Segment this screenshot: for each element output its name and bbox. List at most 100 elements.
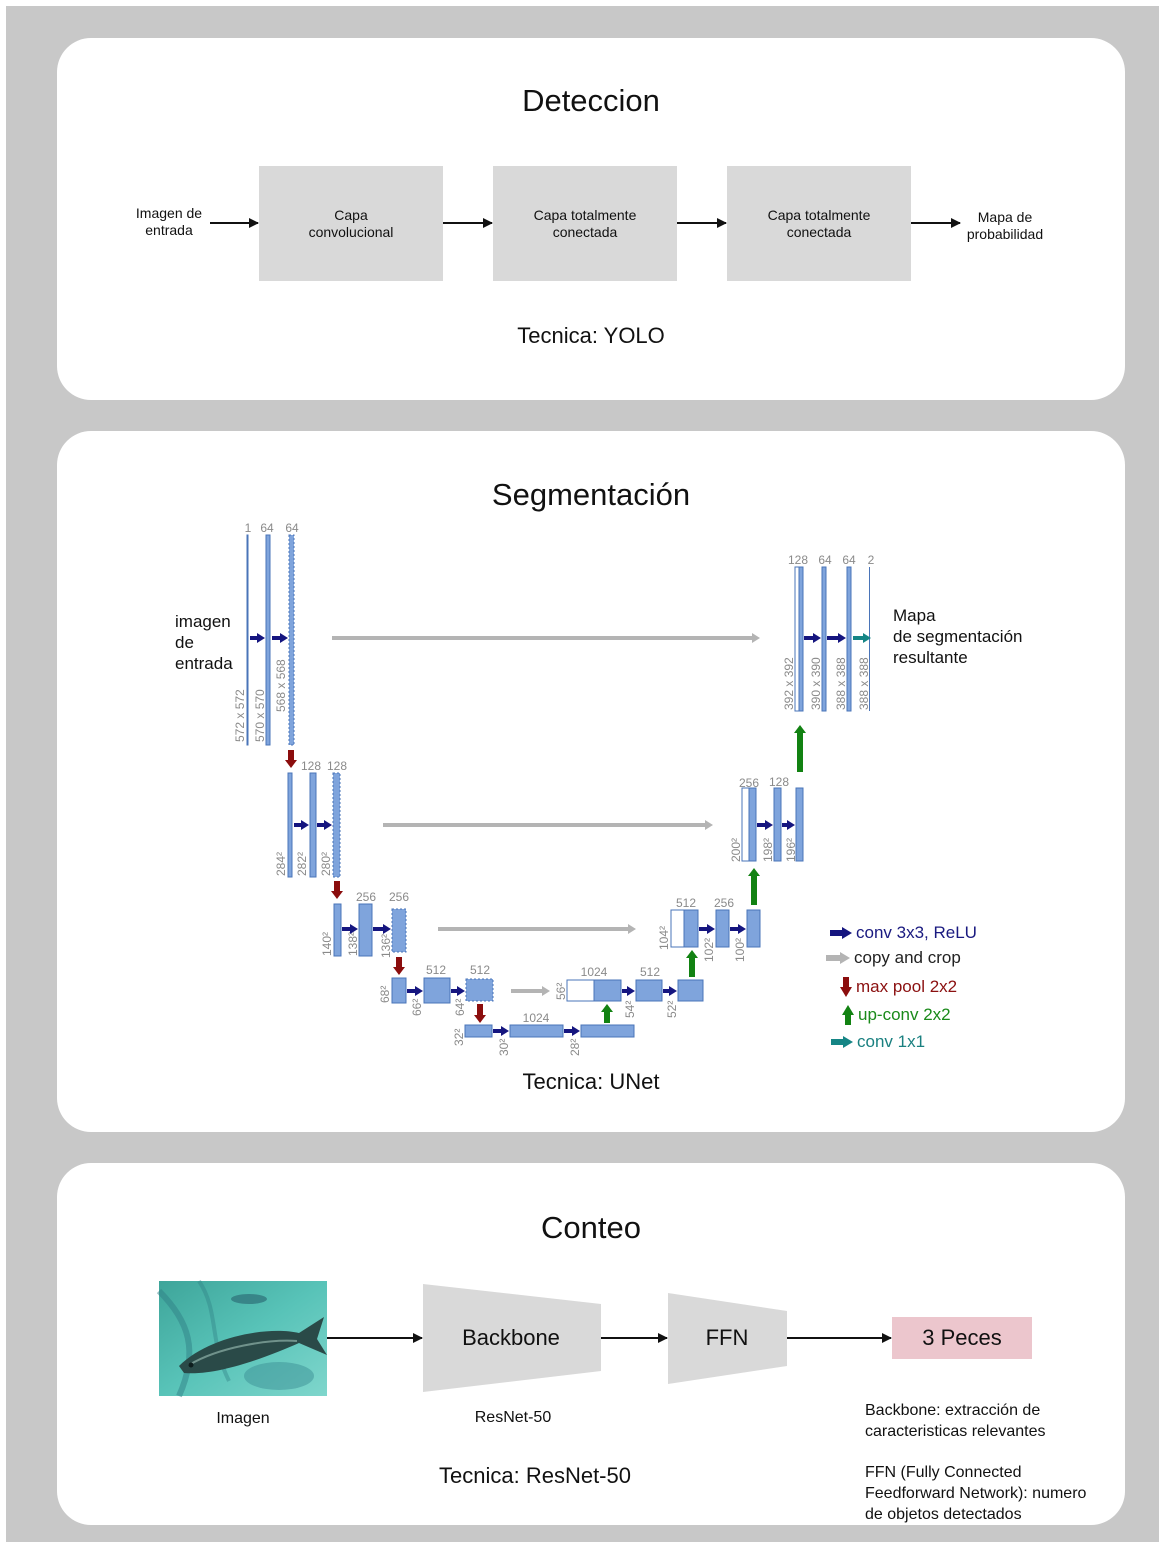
- detection-input-label: Imagen de entrada: [135, 205, 203, 238]
- unet-size-l5-b: 30²: [497, 1039, 511, 1056]
- unet-conv-l3-b: [373, 924, 391, 934]
- unet-size-l1-b: 570 x 570: [253, 689, 267, 742]
- unet-conv-u4-b: [663, 986, 677, 996]
- unet-ch-l3-b: 256: [389, 890, 409, 904]
- unet-block-u1-output: [869, 567, 870, 711]
- unet-size-l4-c: 64²: [453, 999, 467, 1016]
- unet-conv-l2-a: [294, 820, 309, 830]
- unet-size-u1-c: 388 x 388: [834, 657, 848, 710]
- unet-conv1x1-u1: [853, 633, 871, 643]
- unet-conv-u1-a: [804, 633, 821, 643]
- unet-size-l2-b: 282²: [295, 852, 309, 876]
- unet-up-u2: [794, 725, 806, 772]
- backbone-note: Backbone: extracción de caracteristicas …: [865, 1402, 1046, 1440]
- backbone-block: [423, 1284, 601, 1392]
- unet-size-u4-b: 54²: [623, 1001, 637, 1018]
- unet-ch-u1-a: 128: [788, 553, 808, 567]
- unet-conv-u2-a: [757, 820, 773, 830]
- unet-size-u3-a: 104²: [657, 926, 671, 950]
- unet-copy-l2: [383, 820, 713, 830]
- unet-pool-l3: [393, 957, 405, 975]
- unet-size-u2-a: 200²: [729, 838, 743, 862]
- unet-size-l4-a: 68²: [378, 986, 392, 1003]
- unet-ch-l5: 1024: [523, 1011, 550, 1025]
- unet-size-u3-b: 102²: [702, 938, 716, 962]
- unet-conv-l4-b: [451, 986, 465, 996]
- unet-ch-l2-b: 128: [327, 759, 347, 773]
- unet-copy-l1: [332, 633, 760, 643]
- legend-conv1x1-label: conv 1x1: [857, 1032, 926, 1051]
- unet-block-l4-conv2: [465, 978, 494, 1002]
- unet-block-u2-conv2: [795, 787, 804, 862]
- unet-block-l3-conv1: [358, 903, 373, 957]
- unet-ch-u4-b: 512: [640, 965, 660, 979]
- legend-maxpool-label: max pool 2x2: [856, 977, 958, 996]
- unet-size-u4-c: 52²: [665, 1001, 679, 1018]
- unet-size-l2-c: 280²: [319, 852, 333, 876]
- unet-ch-u2-a: 256: [739, 776, 759, 790]
- unet-ch-l2-a: 128: [301, 759, 321, 773]
- detection-title: Deteccion: [522, 83, 660, 118]
- unet-conv-l1-a: [250, 633, 265, 643]
- unet-block-l1-conv1: [265, 534, 271, 746]
- unet-ch-u1-d: 2: [868, 553, 875, 567]
- unet-conv-u3-b: [730, 924, 746, 934]
- backbone-label: Backbone: [462, 1325, 560, 1350]
- unet-conv-l5-a: [493, 1026, 509, 1036]
- unet-block-l2-conv1: [309, 772, 317, 878]
- unet-size-l4-b: 66²: [410, 999, 424, 1016]
- unet-copy-l4: [511, 986, 550, 996]
- unet-block-l1-conv2: [288, 534, 295, 746]
- unet-size-u2-b: 198²: [761, 838, 775, 862]
- unet-ch-u3-b: 256: [714, 896, 734, 910]
- unet-block-l5-conv1: [509, 1024, 564, 1038]
- unet-size-u1-b: 390 x 390: [809, 657, 823, 710]
- unet-ch-l1-a: 1: [245, 521, 252, 535]
- unet-block-l3-pool: [333, 903, 342, 957]
- unet-ch-u3-a: 512: [676, 896, 696, 910]
- unet-up-u3: [748, 868, 760, 905]
- unet-conv-l5-b: [564, 1026, 580, 1036]
- unet-conv-u1-b: [827, 633, 846, 643]
- unet-conv-l4-a: [407, 986, 423, 996]
- unet-block-l5-pool: [464, 1024, 493, 1038]
- detection-output-label: Mapa de probabilidad: [966, 209, 1044, 242]
- unet-block-l2-conv2: [332, 772, 341, 878]
- unet-size-l3-a: 140²: [320, 932, 334, 956]
- unet-block-u4-conv2: [677, 979, 704, 1002]
- unet-size-u3-c: 100²: [733, 938, 747, 962]
- unet-block-u2-conv1: [773, 787, 782, 862]
- unet-size-u4-a: 56²: [554, 983, 568, 1000]
- count-result: 3 Peces: [892, 1317, 1032, 1359]
- unet-pool-l1: [285, 750, 297, 768]
- unet-pool-l2: [331, 881, 343, 899]
- segmentation-title: Segmentación: [491, 477, 691, 512]
- unet-block-u3-conv1: [715, 909, 730, 948]
- segmentation-technique: Tecnica: UNet: [522, 1069, 660, 1094]
- counting-title: Conteo: [541, 1210, 641, 1245]
- unet-block-u3-up: [683, 909, 699, 948]
- detection-arrows: [210, 218, 961, 228]
- counting-technique: Tecnica: ResNet-50: [439, 1463, 631, 1488]
- unet-conv-l3-a: [342, 924, 358, 934]
- unet-size-l1-a: 572 x 572: [233, 689, 247, 742]
- unet-ch-u1-c: 64: [842, 553, 856, 567]
- ffn-label: FFN: [705, 1325, 749, 1350]
- unet-block-l3-conv2: [391, 908, 407, 953]
- unet-conv-u3-a: [699, 924, 715, 934]
- legend-conv1x1: conv 1x1: [831, 1032, 925, 1052]
- unet-conv-u2-b: [782, 820, 795, 830]
- unet-up-u4: [686, 950, 698, 977]
- unet-block-u1-conv2: [846, 566, 852, 712]
- unet-ch-u4-a: 1024: [581, 965, 608, 979]
- unet-size-l1-c: 568 x 568: [274, 659, 288, 712]
- unet-block-u2-up: [748, 787, 757, 862]
- unet-size-l3-c: 136²: [379, 934, 393, 958]
- unet-conv-l1-b: [272, 633, 288, 643]
- unet-block-l1-input: [246, 534, 249, 746]
- backbone-caption: ResNet-50: [474, 1409, 552, 1426]
- legend-upconv-label: up-conv 2x2: [858, 1005, 951, 1024]
- counting-image-caption: Imagen: [216, 1410, 270, 1427]
- unet-pool-l4: [474, 1004, 486, 1023]
